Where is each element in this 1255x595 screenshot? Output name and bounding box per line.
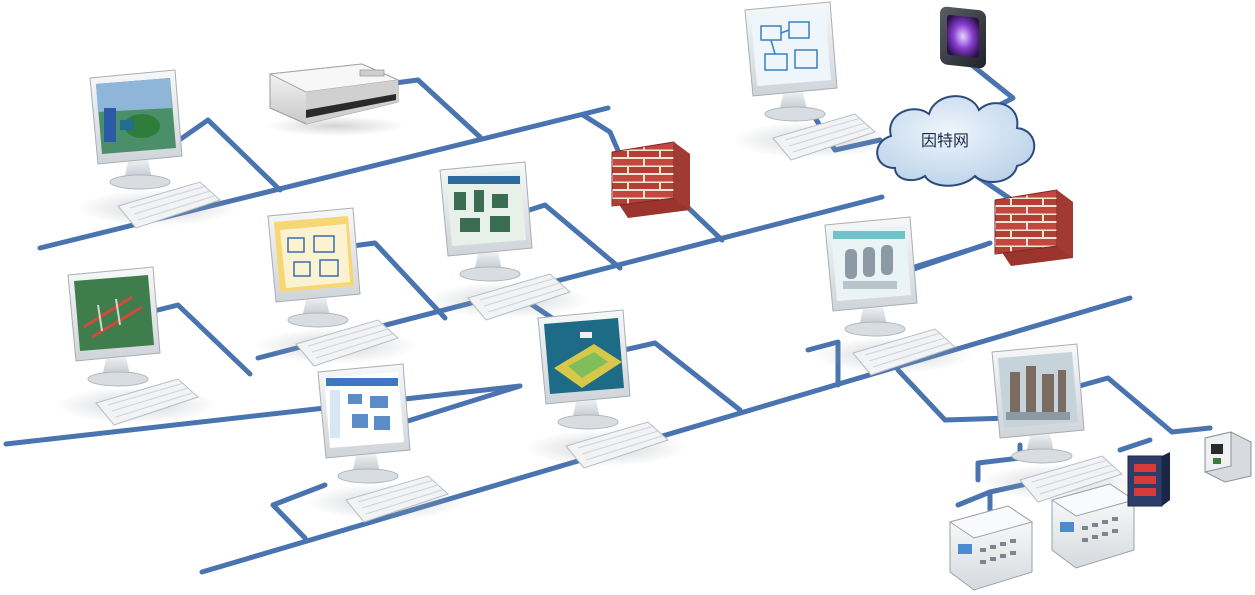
firewall-icon — [994, 189, 1074, 267]
ws-tanks[interactable] — [812, 216, 974, 376]
ws-process-blue[interactable] — [427, 161, 589, 321]
monitor-app-icon — [324, 372, 404, 448]
internet[interactable]: 因特网 — [876, 95, 1036, 187]
circuit-breaker[interactable] — [1204, 431, 1252, 483]
backbone-3 — [3, 383, 523, 447]
monitor-terrain-icon — [544, 318, 624, 394]
link-ws-process-blue — [517, 202, 623, 271]
internet-label: 因特网 — [921, 131, 969, 150]
link-firewall-2-down — [902, 240, 993, 275]
monitor-tanks-icon — [831, 225, 911, 301]
power-meter[interactable] — [1127, 452, 1170, 507]
monitor-scada-icon — [751, 10, 831, 86]
firewall-1[interactable] — [611, 141, 691, 219]
breaker-icon — [1204, 431, 1252, 483]
plc-icon — [949, 505, 1033, 591]
printer-icon — [265, 63, 405, 136]
plc-1[interactable] — [949, 505, 1033, 591]
backbone-4 — [199, 295, 1133, 575]
link-ws-window — [392, 383, 523, 428]
mobile[interactable] — [940, 6, 986, 69]
cloud-icon — [876, 95, 1036, 187]
monitor-plant-icon — [998, 352, 1078, 428]
monitor-process-icon — [446, 170, 526, 246]
monitor-pipes-icon — [74, 275, 154, 351]
firewall-2[interactable] — [994, 189, 1074, 267]
ws-green-pipes[interactable] — [55, 266, 217, 426]
ws-pumps-3d[interactable] — [77, 69, 239, 229]
firewall-icon — [611, 141, 691, 219]
monitor-3d-plant-icon — [96, 78, 176, 154]
link-ws-window-bb4 — [270, 482, 328, 541]
ws-plant-3d[interactable] — [979, 343, 1141, 503]
ws-terrain[interactable] — [525, 309, 687, 469]
ws-window-app[interactable] — [305, 363, 467, 523]
power-meter-icon — [1127, 452, 1170, 507]
plc-icon — [1051, 483, 1135, 569]
smartphone-icon — [940, 6, 986, 69]
link-meter — [1117, 437, 1153, 453]
link-breaker — [1062, 375, 1213, 435]
link-ws-yellow — [342, 240, 448, 321]
link-ws-plant — [895, 367, 1013, 423]
plc-2[interactable] — [1051, 483, 1135, 569]
link-plc-left — [955, 489, 993, 513]
ws-yellow-hmi[interactable] — [255, 207, 417, 367]
link-ws-green — [147, 302, 253, 377]
link-printer — [392, 77, 483, 140]
ws-scada-top[interactable] — [732, 1, 894, 161]
printer[interactable] — [265, 63, 405, 136]
link-ws-terrain — [612, 340, 743, 413]
monitor-hmi-icon — [274, 216, 354, 292]
